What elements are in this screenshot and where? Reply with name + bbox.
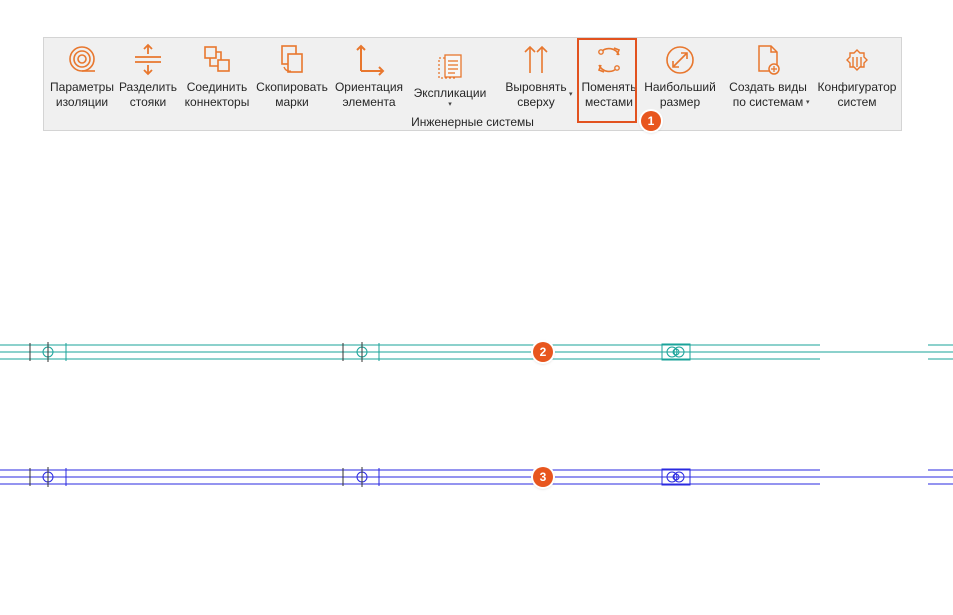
connect-connectors-icon	[204, 46, 230, 72]
button-label: Наибольший размер	[644, 80, 716, 109]
split-risers-button[interactable]: Разделить стояки	[117, 42, 179, 114]
ribbon-group-label: Инженерные системы	[411, 115, 534, 129]
copy-tags-button[interactable]: Скопировать марки	[254, 42, 330, 114]
connect-connectors-button[interactable]: Соединить коннекторы	[181, 42, 253, 114]
callout-badge-1: 1	[641, 111, 661, 131]
pipeline-blue[interactable]	[0, 467, 953, 487]
button-label: Выровнять сверху	[505, 80, 567, 109]
dropdown-arrow-icon[interactable]: ▾	[448, 101, 452, 108]
largest-size-button[interactable]: Наибольший размер	[642, 42, 718, 114]
ribbon-panel: Параметры изоляции Разделить стояки Соед…	[43, 37, 902, 131]
button-label: Экспликации	[413, 86, 487, 100]
element-orientation-icon	[356, 44, 385, 76]
callout-badge-3: 3	[533, 467, 553, 487]
swap-button[interactable]: Поменять местами	[577, 42, 641, 114]
align-top-button[interactable]: Выровнять сверху	[500, 42, 572, 114]
system-configurator-button[interactable]: Конфигуратор систем	[815, 42, 899, 114]
callout-badge-2: 2	[533, 342, 553, 362]
element-orientation-button[interactable]: Ориентация элемента	[332, 42, 406, 114]
swap-icon	[597, 47, 621, 73]
dropdown-arrow-icon[interactable]: ▾	[569, 91, 573, 98]
insulation-parameters-button[interactable]: Параметры изоляции	[48, 42, 116, 114]
insulation-icon	[69, 46, 95, 72]
pipeline-teal[interactable]	[0, 342, 953, 362]
split-risers-icon	[135, 43, 161, 76]
button-label: Создать виды по системам	[729, 80, 807, 109]
largest-size-icon	[666, 46, 694, 74]
system-configurator-icon	[846, 49, 868, 71]
dropdown-arrow-icon[interactable]: ▾	[806, 99, 810, 106]
button-label: Ориентация элемента	[334, 80, 404, 109]
explications-button[interactable]: Экспликации ▾	[408, 42, 492, 114]
swap-button-highlight	[577, 38, 637, 123]
button-label: Конфигуратор систем	[817, 80, 897, 109]
button-label: Разделить стояки	[118, 80, 178, 109]
create-views-by-systems-button[interactable]: Создать виды по системам	[724, 42, 812, 114]
button-label: Скопировать марки	[256, 80, 328, 109]
align-top-icon	[524, 45, 548, 73]
button-label: Параметры изоляции	[50, 80, 114, 109]
button-label: Поменять местами	[581, 80, 637, 109]
explications-icon	[438, 54, 462, 79]
create-views-icon	[758, 45, 780, 75]
button-label: Соединить коннекторы	[184, 80, 250, 109]
copy-tags-icon	[281, 45, 303, 73]
